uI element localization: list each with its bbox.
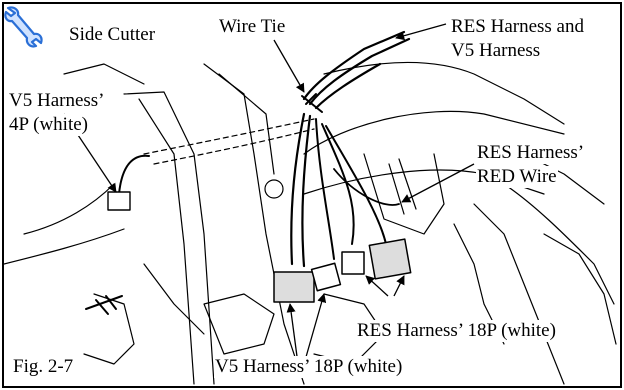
- leader-res-v5: [395, 23, 447, 41]
- v5-18p-connector-b: [310, 262, 342, 292]
- v5-4p-label-line1: V5 Harness’: [8, 90, 106, 112]
- res-v5-label-line2: V5 Harness: [450, 40, 542, 62]
- leader-res-18p-b: [393, 275, 405, 297]
- res-red-label-line2: RED Wire: [476, 166, 558, 188]
- leader-v5-18p-b: [303, 293, 327, 365]
- harness-diagram: [4, 23, 617, 385]
- top-left-panel: [63, 63, 145, 85]
- panel-outline-2: [138, 98, 195, 385]
- harness-main: [302, 30, 406, 101]
- harness-main-2: [308, 37, 411, 106]
- wrench-icon: [4, 6, 43, 48]
- column-bracket: [363, 153, 445, 235]
- v5-18p-label: V5 Harness’ 18P (white): [214, 356, 404, 378]
- v5-4p-wire: [118, 154, 150, 195]
- column-lower: [303, 169, 545, 195]
- harness-right-2: [325, 125, 387, 245]
- harness-right: [321, 123, 355, 245]
- wire-tie: [301, 93, 323, 113]
- panel-edge: [203, 63, 305, 385]
- leader-res-18p-a: [365, 275, 389, 297]
- bottom-bracket: [203, 293, 275, 355]
- hidden-wire-2: [153, 128, 315, 165]
- res-18p-connector-a: [341, 251, 365, 275]
- harness-down-2: [301, 114, 312, 268]
- panel-curve-2: [4, 228, 125, 265]
- harness-down-1: [290, 112, 306, 266]
- right-structure-5: [543, 233, 617, 345]
- column-top: [323, 61, 565, 125]
- res-v5-label-line1: RES Harness and: [450, 16, 585, 38]
- v5-18p-connector-a: [273, 271, 315, 303]
- v5-4p-label-line2: 4P (white): [8, 114, 89, 136]
- panel-edge-2: [218, 73, 275, 175]
- harness-down-3: [315, 118, 335, 260]
- left-lower-panel: [83, 293, 135, 365]
- leader-v5-18p-a: [286, 303, 299, 365]
- right-structure-3: [503, 183, 615, 305]
- res-18p-label: RES Harness’ 18P (white): [356, 320, 557, 342]
- res-red-label-line1: RES Harness’: [476, 142, 586, 164]
- leader-res-red: [401, 163, 475, 203]
- bottom-structure: [143, 263, 205, 335]
- grommet: [264, 179, 284, 199]
- tool-name-label: Side Cutter: [68, 24, 157, 46]
- v5-4p-connector: [107, 191, 131, 211]
- res-red-wire: [333, 168, 400, 206]
- res-18p-connector-b: [368, 238, 412, 280]
- hidden-wire: [143, 118, 315, 155]
- figure-number: Fig. 2-7: [12, 356, 75, 378]
- right-structure: [473, 203, 565, 385]
- column-detail: [388, 158, 417, 215]
- cut-symbol: [85, 295, 123, 315]
- leader-wire-tie: [273, 39, 305, 93]
- panel-outline: [123, 91, 215, 385]
- panel-curve: [23, 183, 115, 235]
- column-body: [303, 110, 565, 155]
- harness-main-3: [314, 62, 382, 110]
- wire-tie-label: Wire Tie: [218, 16, 287, 38]
